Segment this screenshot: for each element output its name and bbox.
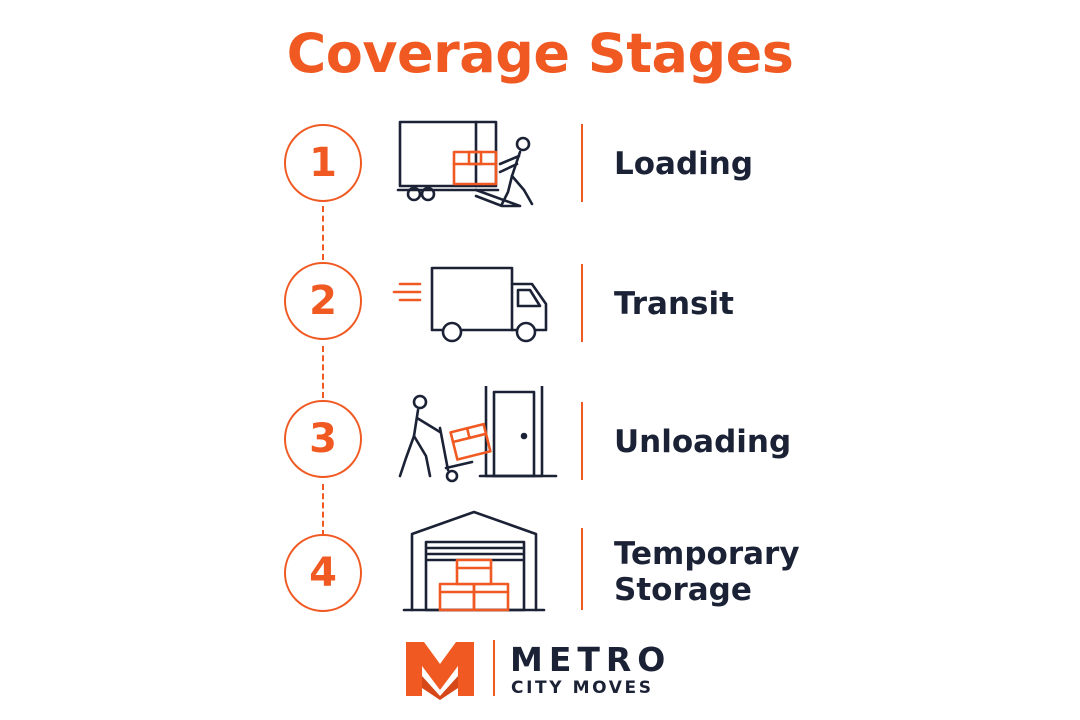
stage-loading: 1 Loading <box>0 108 1080 218</box>
truck-loading-icon <box>396 120 534 208</box>
stage-label: Loading <box>614 146 754 182</box>
metro-m-logo-icon <box>406 642 474 700</box>
page-title: Coverage Stages <box>286 22 794 85</box>
stage-number-circle: 2 <box>284 262 362 340</box>
hand-truck-door-icon <box>398 386 558 483</box>
storage-garage-icon <box>402 510 546 612</box>
stage-divider <box>581 402 583 480</box>
stage-label: Transit <box>614 286 734 322</box>
stage-divider <box>581 528 583 610</box>
stage-connector <box>322 346 324 398</box>
stage-number-circle: 4 <box>284 534 362 612</box>
stage-connector <box>322 206 324 260</box>
stage-label: Storage <box>614 572 752 608</box>
stage-label: Unloading <box>614 424 792 460</box>
stage-connector <box>322 484 324 536</box>
stage-number-circle: 1 <box>284 124 362 202</box>
stage-divider <box>581 124 583 202</box>
brand-divider <box>493 640 495 696</box>
stage-temporary-storage: 4 Temporary Storage <box>0 508 1080 618</box>
brand-tagline: CITY MOVES <box>511 678 654 698</box>
moving-truck-icon <box>392 266 548 343</box>
brand-name: METRO <box>510 640 672 679</box>
stage-divider <box>581 264 583 342</box>
stage-unloading: 3 Unloading <box>0 386 1080 496</box>
stage-transit: 2 Transit <box>0 248 1080 358</box>
stage-label: Temporary <box>614 536 800 572</box>
stage-number-circle: 3 <box>284 400 362 478</box>
